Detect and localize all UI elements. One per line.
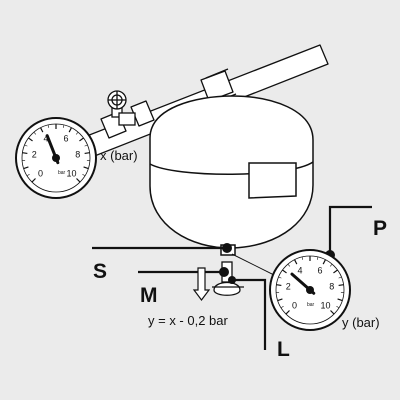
gauge-left-numbers: 024 68 10 xyxy=(32,133,80,178)
gauge-tick-label: 0 xyxy=(38,169,43,179)
gauge-tick xyxy=(40,127,44,133)
gauge-tick xyxy=(330,310,335,315)
expansion-vessel xyxy=(149,95,314,256)
gauge-tick xyxy=(76,178,81,183)
gauge-tick xyxy=(84,144,88,147)
label-gauge-left: x (bar) xyxy=(100,148,138,163)
gauge-tick xyxy=(301,256,304,260)
gauge-tick-label: 8 xyxy=(75,150,80,160)
gauge-tick xyxy=(329,263,333,267)
drain-arrow-icon xyxy=(192,267,211,301)
gauge-tick xyxy=(316,256,319,260)
gauge-tick-label: 10 xyxy=(321,301,331,311)
gauge-left-unit: bar xyxy=(58,170,66,176)
gauge-left-ticks xyxy=(22,124,90,183)
point-s xyxy=(222,243,232,253)
gauge-tick xyxy=(333,269,338,274)
gauge-tick-label: 8 xyxy=(329,282,334,292)
gauge-tick xyxy=(338,276,342,279)
gauge-tick xyxy=(338,284,344,287)
gauge-tick xyxy=(294,259,298,265)
pressure-gauge-right: 024 68 10 bar xyxy=(269,249,351,331)
gauge-tick xyxy=(83,166,89,170)
gauge-tick xyxy=(24,144,28,147)
gauge-tick xyxy=(278,276,282,279)
gauge-tick xyxy=(336,305,340,309)
gauge-tick xyxy=(62,124,65,128)
valve-icon xyxy=(107,90,136,126)
gauge-tick xyxy=(79,137,84,142)
gauge-tick xyxy=(276,284,282,287)
gauge-tick xyxy=(75,131,79,135)
gauge-tick-label: 6 xyxy=(63,133,68,143)
gauge-tick xyxy=(277,298,283,302)
gauge-tick xyxy=(23,166,29,170)
point-l xyxy=(228,276,236,284)
label-m: M xyxy=(140,284,158,307)
gauge-tick xyxy=(26,173,30,177)
point-m xyxy=(219,267,229,277)
gauge-right-ticks xyxy=(276,256,344,315)
label-l: L xyxy=(277,338,290,361)
gauge-tick-label: 4 xyxy=(44,133,49,143)
gauge-tick xyxy=(322,259,326,265)
gauge-tick xyxy=(285,310,290,315)
gauge-tick-label: 4 xyxy=(298,265,303,275)
gauge-tick xyxy=(68,127,72,133)
line-l xyxy=(232,278,267,350)
gauge-tick xyxy=(287,263,291,267)
gauge-tick xyxy=(282,269,287,274)
gauge-tick xyxy=(280,305,284,309)
gauge-tick xyxy=(82,173,86,177)
gauge-tick-label: 6 xyxy=(317,265,322,275)
label-p: P xyxy=(373,217,387,240)
gauge-tick xyxy=(31,178,36,183)
connection-lines xyxy=(92,205,372,350)
gauge-tick xyxy=(47,124,50,128)
gauge-tick xyxy=(337,298,343,302)
gauge-tick xyxy=(84,152,90,155)
label-formula: y = x - 0,2 bar xyxy=(148,313,229,328)
test-valve xyxy=(212,261,244,296)
pressure-gauge-left: 024 68 10 bar xyxy=(15,117,97,199)
gauge-tick-label: 2 xyxy=(286,282,291,292)
gauge-right-numbers: 024 68 10 xyxy=(286,265,334,310)
gauge-tick-label: 2 xyxy=(32,150,37,160)
gauge-tick xyxy=(28,137,33,142)
label-s: S xyxy=(93,260,107,283)
gauge-tick-label: 10 xyxy=(67,169,77,179)
label-gauge-right: y (bar) xyxy=(342,315,380,330)
gauge-right-unit: bar xyxy=(307,302,315,308)
gauge-tick xyxy=(22,152,28,155)
gauge-tick-label: 0 xyxy=(292,301,297,311)
line-p xyxy=(328,205,372,255)
gauge-tick xyxy=(33,131,37,135)
